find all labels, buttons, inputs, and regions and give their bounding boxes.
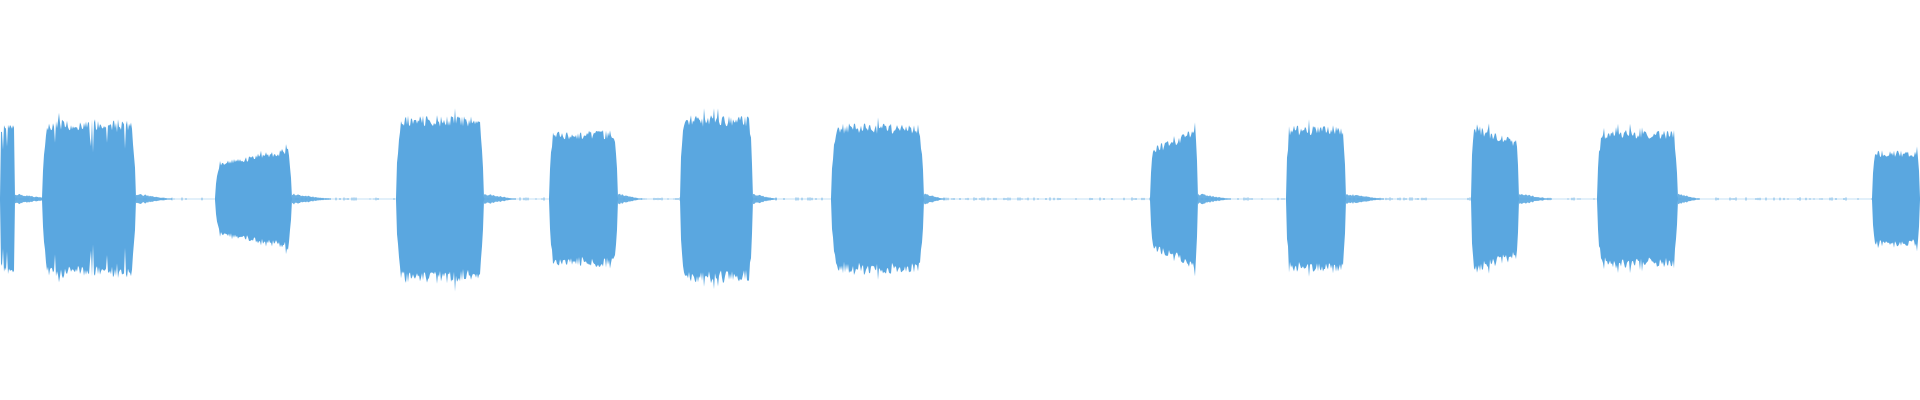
waveform-burst-11: [1597, 123, 1678, 274]
waveform-burst-11-tail: [1678, 193, 1700, 205]
waveform-burst-12: [1872, 146, 1920, 252]
waveform-burst-2-tail: [136, 194, 172, 204]
waveform-burst-7: [831, 117, 924, 280]
waveform-burst-4: [396, 108, 484, 292]
waveform-burst-10-tail: [1519, 193, 1552, 205]
waveform-burst-8: [1150, 122, 1198, 277]
waveform-burst-6: [680, 108, 753, 290]
waveform-burst-1-tail: [15, 193, 54, 205]
waveform-segments: [0, 108, 1920, 292]
waveform-burst-7-tail: [924, 193, 945, 205]
waveform-burst-10: [1471, 123, 1519, 274]
waveform-burst-5-tail: [618, 193, 642, 205]
waveform-burst-9: [1286, 119, 1346, 277]
waveform-burst-4-tail: [484, 194, 516, 204]
waveform-burst-5: [549, 130, 618, 269]
waveform-burst-8-tail: [1198, 193, 1231, 205]
waveform-burst-2: [42, 112, 136, 283]
waveform-burst-3: [215, 144, 292, 255]
waveform-burst-1: [0, 124, 15, 274]
waveform-burst-3-tail: [292, 193, 331, 205]
waveform-burst-9-tail: [1346, 194, 1384, 204]
waveform-burst-6-tail: [753, 193, 777, 205]
